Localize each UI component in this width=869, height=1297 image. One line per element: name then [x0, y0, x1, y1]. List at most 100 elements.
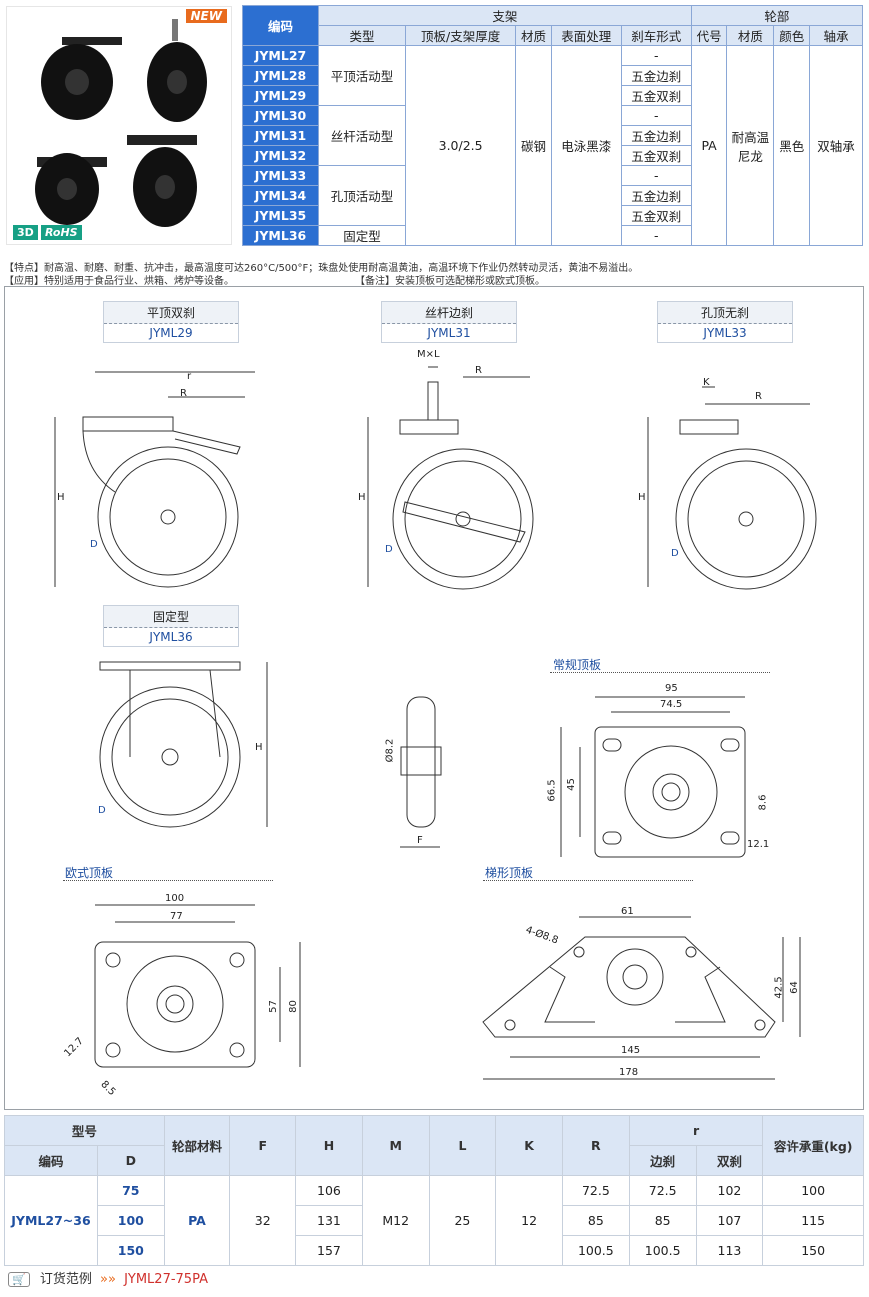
wheel-header: 轮部 — [690, 5, 864, 26]
brake-cell: - — [620, 165, 692, 186]
h-header: H — [295, 1115, 363, 1176]
surface-cell: 电泳黑漆 — [550, 45, 622, 246]
new-badge: NEW — [185, 9, 227, 23]
spec-table: 编码 支架 轮部 类型 顶板/支架厚度 材质 表面处理 刹车形式 代号 材质 颜… — [242, 5, 864, 246]
dim-H: H — [358, 492, 366, 503]
dim-H: H — [255, 742, 263, 753]
wheel-side-drawing — [400, 696, 442, 848]
bearing-header: 轴承 — [809, 25, 863, 46]
code-cell: JYML30 — [242, 105, 319, 126]
brake-cell: 五金双刹 — [620, 205, 692, 226]
d-header: D — [96, 1145, 165, 1176]
drawing-area: 平顶双刹 JYML29 丝杆边刹 JYML31 孔顶无刹 JYML33 固定型 … — [4, 286, 864, 1110]
dim-R: R — [475, 365, 482, 376]
load-cell: 100 — [762, 1175, 864, 1206]
remark-note: 【备注】安装顶板可选配梯形或欧式顶板。 — [355, 276, 545, 287]
caster-drawing-2 — [367, 366, 534, 590]
brake-cell: 五金边刹 — [620, 125, 692, 146]
load-header: 容许承重(kg) — [762, 1115, 864, 1176]
type-cell: 平顶活动型 — [317, 45, 407, 106]
label-title: 平顶双刹 — [104, 302, 238, 324]
caster-drawing-3 — [647, 386, 817, 590]
type-header: 类型 — [317, 25, 407, 46]
code-cell: JYML33 — [242, 165, 319, 186]
section-regular-plate: 常规顶板 — [553, 658, 602, 672]
section-trapezoid-plate: 梯形顶板 — [485, 866, 534, 880]
label-code: JYML29 — [149, 326, 193, 340]
brake-cell: 五金边刹 — [620, 65, 692, 86]
l-header: L — [428, 1115, 497, 1176]
drawing-label: 固定型 JYML36 — [103, 605, 239, 647]
cart-icon: 🛒 — [8, 1272, 30, 1287]
type-cell: 丝杆活动型 — [317, 105, 407, 166]
dim-D: D — [90, 539, 98, 550]
h-cell: 157 — [295, 1235, 363, 1266]
double-brake-header: 双刹 — [695, 1145, 764, 1176]
dim-D: D — [98, 805, 106, 816]
code-cell: JYML27 — [242, 45, 319, 66]
order-label: 订货范例 — [39, 1272, 92, 1287]
drawing-label: 孔顶无刹 JYML33 — [657, 301, 793, 343]
section-divider — [483, 880, 693, 881]
technical-drawing — [54, 366, 817, 1080]
code-cell: JYML27~36 — [4, 1175, 98, 1266]
dim-100: 100 — [165, 893, 185, 904]
dim-145: 145 — [621, 1045, 641, 1056]
thickness-cell: 3.0/2.5 — [405, 45, 517, 246]
wheel-color-cell: 黑色 — [773, 45, 811, 246]
dim-R: R — [180, 388, 187, 399]
dim-74-5: 74.5 — [660, 699, 683, 710]
dim-45: 45 — [565, 778, 577, 791]
type-cell: 固定型 — [317, 225, 407, 246]
double-cell: 102 — [695, 1175, 764, 1206]
R-cell: 85 — [561, 1205, 630, 1236]
label-code: JYML33 — [703, 326, 747, 340]
order-example: 🛒 订货范例 »» JYML27-75PA — [8, 1268, 208, 1287]
m-header: M — [361, 1115, 430, 1176]
rohs-badge: RoHS — [41, 225, 82, 240]
regular-plate-drawing — [560, 696, 746, 858]
dim-57: 57 — [267, 1000, 279, 1013]
code-header: 编码 — [242, 5, 319, 46]
label-code: JYML36 — [149, 630, 193, 644]
material-header: 材质 — [515, 25, 552, 46]
brake-cell: 五金双刹 — [620, 145, 692, 166]
application-note: 【应用】特别适用于食品行业、烘箱、烤炉等设备。 — [4, 276, 234, 287]
brake-cell: 五金双刹 — [620, 85, 692, 106]
wheel-material-header: 材质 — [726, 25, 775, 46]
m-cell: M12 — [361, 1175, 430, 1266]
dim-80: 80 — [287, 1000, 299, 1013]
code-cell: JYML34 — [242, 185, 319, 206]
dim-8-6: 8.6 — [757, 794, 769, 811]
dim-D: D — [671, 548, 679, 559]
product-photo: NEW 3D RoHS — [6, 6, 232, 245]
R-cell: 72.5 — [561, 1175, 630, 1206]
f-header: F — [229, 1115, 297, 1176]
caster-drawing-1 — [54, 371, 255, 588]
label-title: 固定型 — [104, 606, 238, 628]
side-cell: 100.5 — [628, 1235, 697, 1266]
caster-drawing-4 — [99, 661, 268, 828]
wheel-code-header: 代号 — [690, 25, 728, 46]
code-cell: JYML31 — [242, 125, 319, 146]
dim-R: R — [755, 391, 762, 402]
wheel-material-cell: 耐高温尼龙 — [726, 45, 775, 246]
dim-95: 95 — [665, 683, 678, 694]
double-cell: 107 — [695, 1205, 764, 1236]
brake-cell: - — [620, 225, 692, 246]
trapezoid-plate-drawing — [482, 916, 801, 1080]
k-cell: 12 — [495, 1175, 563, 1266]
dimension-table: 型号 轮部材料 F H M L K R r 容许承重(kg) 编码 D 边刹 双… — [4, 1115, 864, 1266]
section-divider — [63, 880, 273, 881]
d-cell: 75 — [96, 1175, 165, 1206]
dim-66-5: 66.5 — [546, 779, 558, 802]
side-brake-header: 边刹 — [628, 1145, 697, 1176]
order-value: JYML27-75PA — [124, 1272, 208, 1287]
d-cell: 100 — [96, 1205, 165, 1236]
load-cell: 115 — [762, 1205, 864, 1236]
wheel-material-header: 轮部材料 — [163, 1115, 231, 1176]
dim-178: 178 — [619, 1067, 639, 1078]
type-cell: 孔顶活动型 — [317, 165, 407, 226]
3d-badge: 3D — [13, 225, 38, 240]
dim-64: 64 — [788, 981, 800, 994]
